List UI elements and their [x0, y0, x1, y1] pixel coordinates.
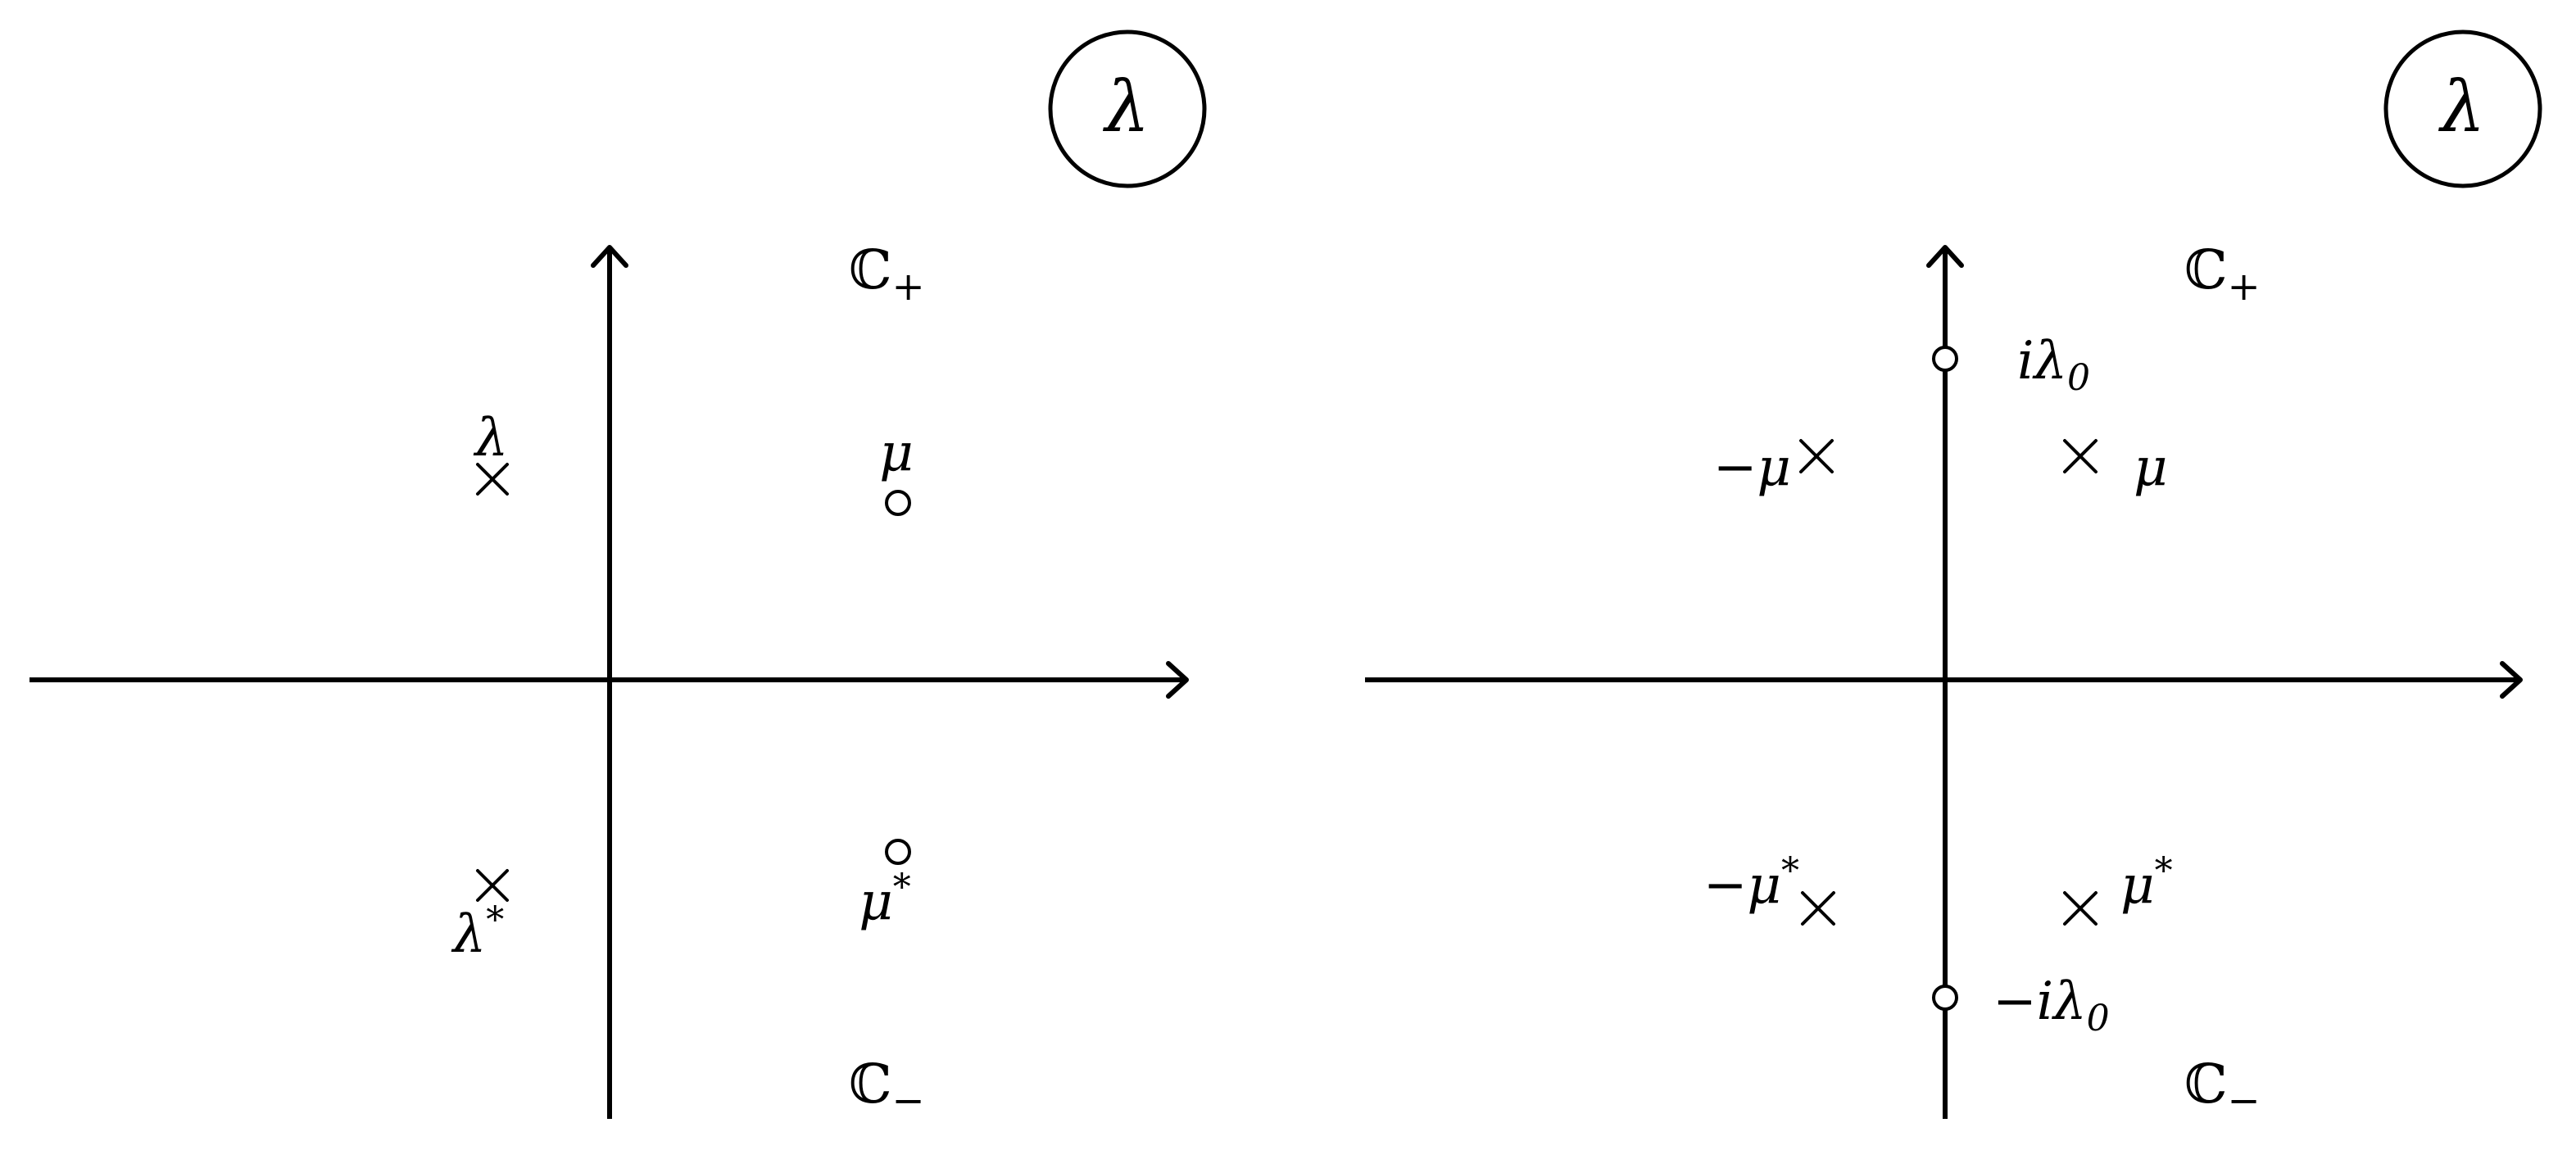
badge-ring — [2383, 29, 2542, 188]
spectral-parameter-badge: λ — [2383, 29, 2542, 188]
lower-half-plane-label: ℂ− — [849, 1053, 925, 1124]
real-axis-arrowhead — [2500, 661, 2523, 699]
point-mu-conjugate-label: μ* — [2120, 850, 2173, 916]
point-mu-label: μ — [879, 423, 914, 483]
point-minus-mu: −μ — [1713, 437, 1834, 498]
right-panel: λ ℂ+ ℂ− iλ0 −μ μ — [1365, 29, 2542, 1124]
badge-symbol: λ — [2438, 66, 2486, 148]
point-minus-mu-conjugate-label: −μ* — [1703, 850, 1799, 916]
point-i-lambda0: iλ0 — [1932, 331, 2090, 399]
point-lambda-conjugate: λ* — [451, 869, 509, 965]
point-mu: μ — [2063, 437, 2168, 498]
real-axis-arrowhead — [1166, 661, 1189, 699]
point-i-lambda0-label: iλ0 — [2017, 331, 2090, 399]
point-minus-mu-label: −μ — [1713, 437, 1791, 498]
circle-marker — [885, 839, 911, 865]
point-mu-conjugate: μ* — [859, 839, 911, 932]
point-mu-conjugate-label: μ* — [859, 867, 911, 932]
point-lambda-conjugate-label: λ* — [451, 899, 505, 965]
left-panel: λ ℂ+ ℂ− λ μ λ* — [29, 29, 1207, 1124]
point-mu: μ — [879, 423, 914, 516]
upper-half-plane-label: ℂ+ — [2184, 238, 2261, 310]
imaginary-axis-arrowhead — [591, 245, 628, 268]
imaginary-axis-arrowhead — [1926, 245, 1964, 268]
point-lambda: λ — [473, 408, 509, 496]
badge-ring — [1048, 29, 1207, 188]
spectral-parameter-badge: λ — [1048, 29, 1207, 188]
point-minus-i-lambda0: −iλ0 — [1932, 971, 2110, 1039]
circle-marker — [885, 490, 911, 516]
lower-half-plane-label: ℂ− — [2184, 1053, 2261, 1124]
point-lambda-label: λ — [473, 408, 509, 469]
point-mu-conjugate: μ* — [2063, 850, 2173, 926]
badge-symbol: λ — [1103, 66, 1150, 148]
point-mu-label: μ — [2134, 437, 2168, 498]
upper-half-plane-label: ℂ+ — [849, 238, 925, 310]
point-minus-mu-conjugate: −μ* — [1703, 850, 1835, 926]
circle-marker — [1932, 985, 1958, 1011]
point-minus-i-lambda0-label: −iλ0 — [1993, 971, 2110, 1039]
circle-marker — [1932, 346, 1958, 372]
